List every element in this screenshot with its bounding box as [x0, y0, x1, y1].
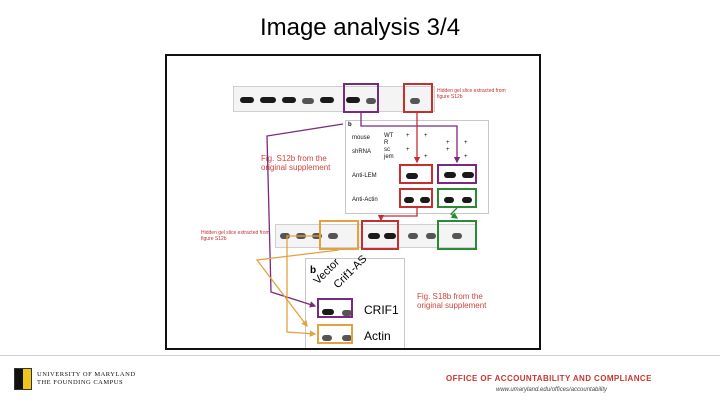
- gel-band: [240, 97, 254, 103]
- plus-sign: +: [424, 154, 428, 160]
- sc-label: sc: [384, 147, 390, 153]
- university-logo: UNIVERSITY OF MARYLAND THE FOUNDING CAMP…: [14, 368, 136, 390]
- office-title: OFFICE OF ACCOUNTABILITY AND COMPLIANCE: [446, 374, 652, 383]
- gel-band: [404, 197, 414, 203]
- university-shield-icon: [14, 368, 32, 390]
- gel-band: [296, 233, 306, 239]
- red-highlight-box: [399, 188, 433, 208]
- gel-band: [342, 335, 352, 341]
- plus-sign: +: [406, 147, 410, 153]
- plus-sign: +: [446, 147, 450, 153]
- plus-sign: +: [406, 133, 410, 139]
- green-highlight-box: [437, 220, 477, 250]
- footer-divider: [0, 355, 720, 356]
- figure-image: Hidden gel slice extracted from figure S…: [165, 54, 541, 350]
- gel-band: [342, 310, 352, 316]
- gel-band: [302, 98, 314, 104]
- slide-title: Image analysis 3/4: [259, 14, 461, 41]
- actin-label: Actin: [364, 329, 391, 343]
- office-url[interactable]: www.umaryland.edu/offices/accountability: [496, 387, 608, 393]
- gel-band: [408, 233, 418, 239]
- gel-band: [444, 197, 454, 203]
- red-highlight-box: [399, 164, 433, 184]
- wt-label: WT: [384, 133, 394, 139]
- orange-highlight-box: [317, 324, 353, 344]
- gel-band: [320, 97, 334, 103]
- r-label: R: [384, 140, 389, 146]
- gel-band: [280, 233, 290, 239]
- mouse-label: mouse: [352, 135, 371, 141]
- green-highlight-box: [437, 188, 477, 208]
- gel-band: [368, 233, 380, 239]
- top-note: Hidden gel slice extracted from figure S…: [437, 88, 506, 100]
- crif1-as-label: Crif1-AS: [331, 253, 370, 291]
- gel-band: [426, 233, 436, 239]
- top-gel-strip: [233, 86, 435, 112]
- gel-band: [406, 173, 418, 179]
- gel-band: [452, 233, 462, 239]
- gel-band: [462, 197, 472, 203]
- anti-lem-label: Anti-LEM: [352, 173, 377, 179]
- plus-sign: +: [464, 140, 468, 146]
- purple-highlight-box: [343, 83, 379, 113]
- university-wordmark: UNIVERSITY OF MARYLAND THE FOUNDING CAMP…: [37, 371, 136, 387]
- gel-band: [420, 197, 430, 203]
- gel-band: [260, 97, 276, 103]
- crif1-label: CRIF1: [364, 303, 399, 317]
- gel-band: [384, 233, 396, 239]
- shrna-label: shRNA: [352, 149, 372, 155]
- panel-b-label: b: [348, 122, 352, 128]
- gel-band: [410, 98, 420, 104]
- s18b-label: Fig. S18b from the original supplement: [417, 292, 487, 310]
- plus-sign: +: [464, 154, 468, 160]
- plus-sign: +: [424, 133, 428, 139]
- gel-band: [282, 97, 296, 103]
- campus-name: THE FOUNDING CAMPUS: [37, 379, 124, 386]
- gel-band: [444, 172, 456, 178]
- jem-label: jem: [384, 154, 394, 160]
- gel-band: [346, 97, 360, 103]
- university-name: UNIVERSITY OF MARYLAND: [37, 371, 136, 378]
- middle-note: Hidden gel slice extracted from figure S…: [201, 230, 270, 242]
- s12b-label: Fig. S12b from the original supplement: [261, 154, 331, 172]
- orange-highlight-box: [319, 220, 359, 250]
- gel-band: [366, 98, 376, 104]
- purple-highlight-box: [437, 164, 477, 184]
- red-highlight-box: [403, 83, 433, 113]
- purple-highlight-box: [317, 298, 353, 318]
- gel-band: [462, 172, 474, 178]
- gel-band: [322, 335, 332, 341]
- anti-actin-label: Anti-Actin: [352, 197, 378, 203]
- red-highlight-box: [361, 220, 399, 250]
- plus-sign: +: [446, 140, 450, 146]
